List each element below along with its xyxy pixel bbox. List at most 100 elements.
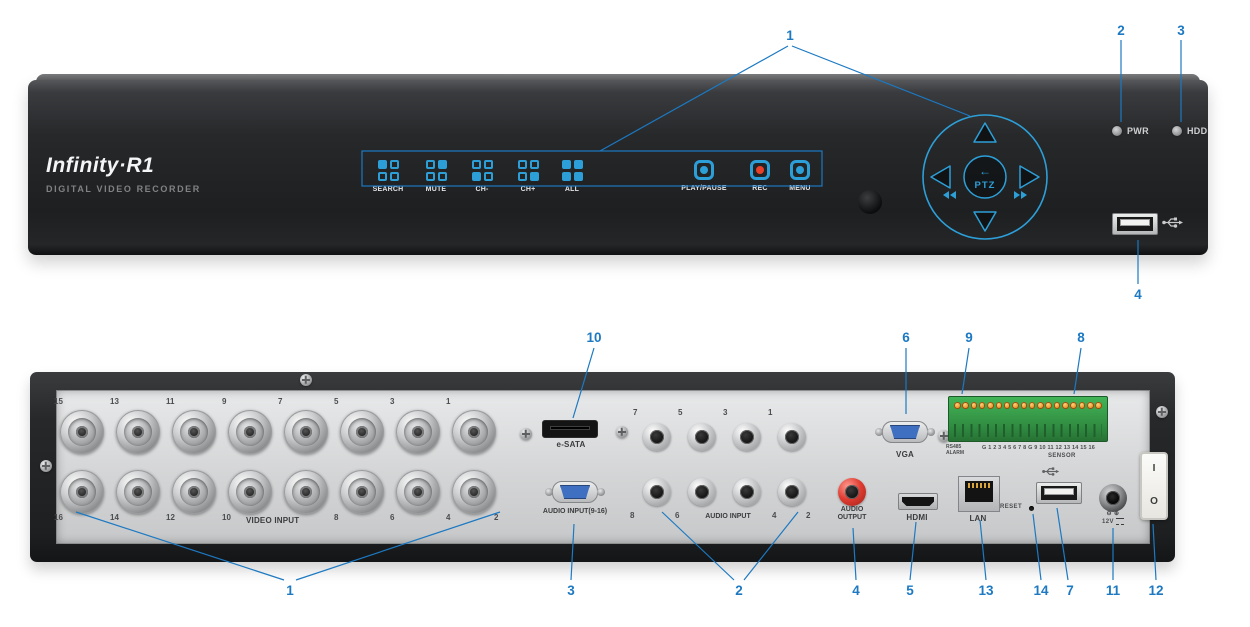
hdmi-label: HDMI	[906, 513, 928, 522]
hdd-led-label: HDD	[1187, 126, 1208, 136]
audio-input-9-16-label: AUDIO INPUT(9-16)	[542, 508, 608, 515]
nav-down-button[interactable]	[973, 211, 997, 232]
bnc-video-in-3	[396, 410, 440, 454]
video-num: 8	[334, 513, 339, 522]
callout-front-2: 2	[1117, 23, 1125, 38]
rs485-alarm-label: RS485 ALARM	[946, 444, 965, 456]
callout-rear-11: 11	[1105, 583, 1121, 598]
callout-rear-5: 5	[906, 583, 914, 598]
callout-rear-9: 9	[965, 330, 973, 345]
callout-rear-3: 3	[567, 583, 575, 598]
rewind-icon	[943, 191, 956, 199]
button-label: MENU	[789, 185, 811, 192]
brand-logo: Infinity·R1	[46, 154, 155, 177]
nav-right-button[interactable]	[1019, 165, 1040, 189]
button-label: CH+	[520, 186, 536, 193]
audio-num: 4	[772, 511, 777, 520]
power-switch[interactable]: I O	[1140, 452, 1168, 520]
enter-arrow-icon: ←	[979, 164, 991, 178]
front-button-menu[interactable]: MENU	[778, 160, 822, 192]
video-num: 15	[54, 397, 63, 406]
audio-num: 7	[633, 408, 638, 417]
callout-rear-8: 8	[1077, 330, 1085, 345]
front-button-mute[interactable]: MUTE	[412, 160, 460, 193]
button-label: SEARCH	[372, 186, 404, 193]
callout-front-1: 1	[786, 28, 794, 43]
screw-icon	[938, 430, 950, 442]
voltage-value: 12V	[1102, 519, 1114, 526]
rca-audio-in-7	[643, 423, 671, 451]
screw-icon	[520, 428, 532, 440]
audio-input-label: AUDIO INPUT	[705, 513, 751, 520]
rca-audio-in-4	[733, 478, 761, 506]
callout-rear-7: 7	[1066, 583, 1074, 598]
front-button-play-pause[interactable]: PLAY/PAUSE	[672, 160, 736, 192]
vga-label: VGA	[896, 450, 914, 459]
reset-label: RESET	[1000, 504, 1023, 510]
mute-icon	[425, 160, 447, 181]
callout-rear-4: 4	[852, 583, 860, 598]
bnc-video-in-5	[340, 410, 384, 454]
bnc-video-in-10	[228, 470, 272, 514]
front-button-search[interactable]: SEARCH	[364, 160, 412, 193]
ptz-enter-button[interactable]	[963, 155, 1007, 199]
terminal-numbers-label: G 1 2 3 4 5 6 7 8 G 9 10 11 12 13 14 15 …	[982, 445, 1095, 451]
nav-pad: ← PTZ	[922, 114, 1048, 240]
sensor-label: SENSOR	[1048, 453, 1076, 459]
rca-audio-in-3	[733, 423, 761, 451]
record-icon	[750, 160, 770, 180]
callout-rear-14: 14	[1033, 583, 1049, 598]
rca-audio-out	[838, 478, 866, 506]
search-icon	[377, 160, 399, 181]
video-num: 6	[390, 513, 395, 522]
ptz-label: PTZ	[975, 180, 996, 191]
nav-up-button[interactable]	[973, 122, 997, 143]
button-label: CH-	[475, 186, 489, 193]
video-num: 2	[494, 513, 499, 522]
nav-ring	[922, 114, 1048, 240]
front-button-rec[interactable]: REC	[738, 160, 782, 192]
esata-label: e-SATA	[556, 440, 586, 449]
dc-symbol-icon	[1115, 518, 1124, 525]
vga-port	[875, 420, 935, 444]
front-button-ch-plus[interactable]: CH+	[504, 160, 552, 193]
bnc-video-in-2	[452, 470, 496, 514]
audio-num: 2	[806, 511, 811, 520]
hdd-led	[1172, 126, 1182, 136]
callout-front-3: 3	[1177, 23, 1185, 38]
rj45-pins	[968, 483, 990, 488]
reset-button[interactable]	[1029, 506, 1034, 511]
rca-audio-in-6	[688, 478, 716, 506]
terminal-screws	[954, 402, 1102, 409]
video-num: 16	[54, 513, 63, 522]
bnc-video-in-14	[116, 470, 160, 514]
power-voltage-label: 12V	[1098, 518, 1128, 525]
callout-rear-6: 6	[902, 330, 910, 345]
brand-subtitle: DIGITAL VIDEO RECORDER	[46, 184, 201, 194]
callout-rear-12: 12	[1148, 583, 1164, 598]
nav-left-button[interactable]	[930, 165, 951, 189]
video-num: 14	[110, 513, 119, 522]
screw-icon	[40, 460, 52, 472]
button-label: REC	[752, 185, 768, 192]
menu-icon	[790, 160, 810, 180]
video-num: 4	[446, 513, 451, 522]
screw-icon	[616, 426, 628, 438]
bnc-video-in-9	[228, 410, 272, 454]
bnc-video-in-1	[452, 410, 496, 454]
video-num: 1	[446, 397, 451, 406]
ir-receiver	[858, 190, 882, 214]
play-pause-icon	[694, 160, 714, 180]
bnc-video-in-8	[284, 470, 328, 514]
audio-input-9-16-port	[545, 480, 605, 504]
video-num: 7	[278, 397, 283, 406]
video-num: 13	[110, 397, 119, 406]
video-num: 12	[166, 513, 175, 522]
front-button-ch-minus[interactable]: CH-	[458, 160, 506, 193]
front-button-all[interactable]: ALL	[548, 160, 596, 193]
esata-port	[542, 420, 598, 438]
rca-audio-in-2	[778, 478, 806, 506]
audio-num: 5	[678, 408, 683, 417]
hdmi-port	[898, 493, 938, 510]
